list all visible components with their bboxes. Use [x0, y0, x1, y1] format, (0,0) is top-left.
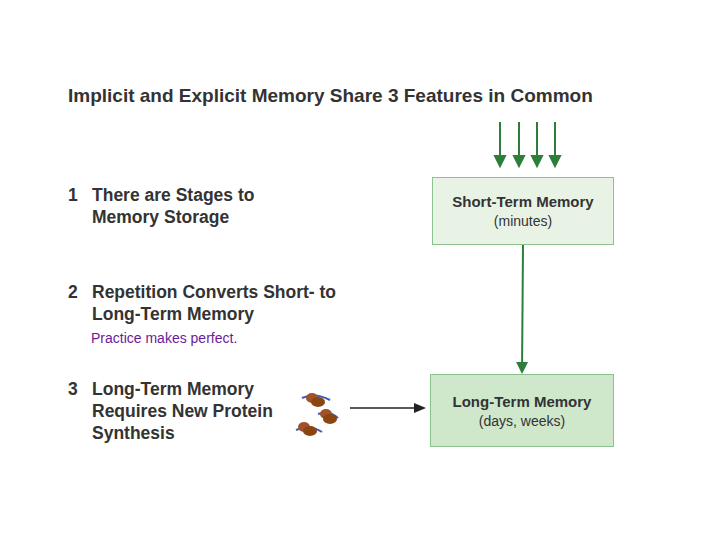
input-arrows [495, 122, 560, 166]
feature-text: Long-Term Memory Requires New Protein Sy… [92, 378, 278, 444]
memory-box: Short-Term Memory (minutes) [432, 177, 614, 245]
connector-arrow [516, 245, 528, 374]
feature-text: Repetition Converts Short- to Long-Term … [92, 281, 354, 325]
feature-text: There are Stages to Memory Storage [92, 184, 292, 228]
diagram-title: Implicit and Explicit Memory Share 3 Fea… [68, 85, 593, 107]
box-subtext: (days, weeks) [479, 413, 565, 429]
callout-number: 2 [68, 281, 88, 303]
box-heading: Short-Term Memory [452, 193, 593, 210]
arrow-head [516, 362, 528, 374]
memory-box: Long-Term Memory (days, weeks) [430, 374, 614, 447]
callout-number: 3 [68, 378, 88, 400]
ribosome-illustration [296, 393, 338, 436]
synthesis-arrow [350, 403, 426, 413]
box-subtext: (minutes) [494, 213, 552, 229]
callout-number: 1 [68, 184, 88, 206]
connector-line [521, 245, 524, 364]
note-text: Practice makes perfect. [91, 330, 237, 346]
box-heading: Long-Term Memory [453, 393, 592, 410]
